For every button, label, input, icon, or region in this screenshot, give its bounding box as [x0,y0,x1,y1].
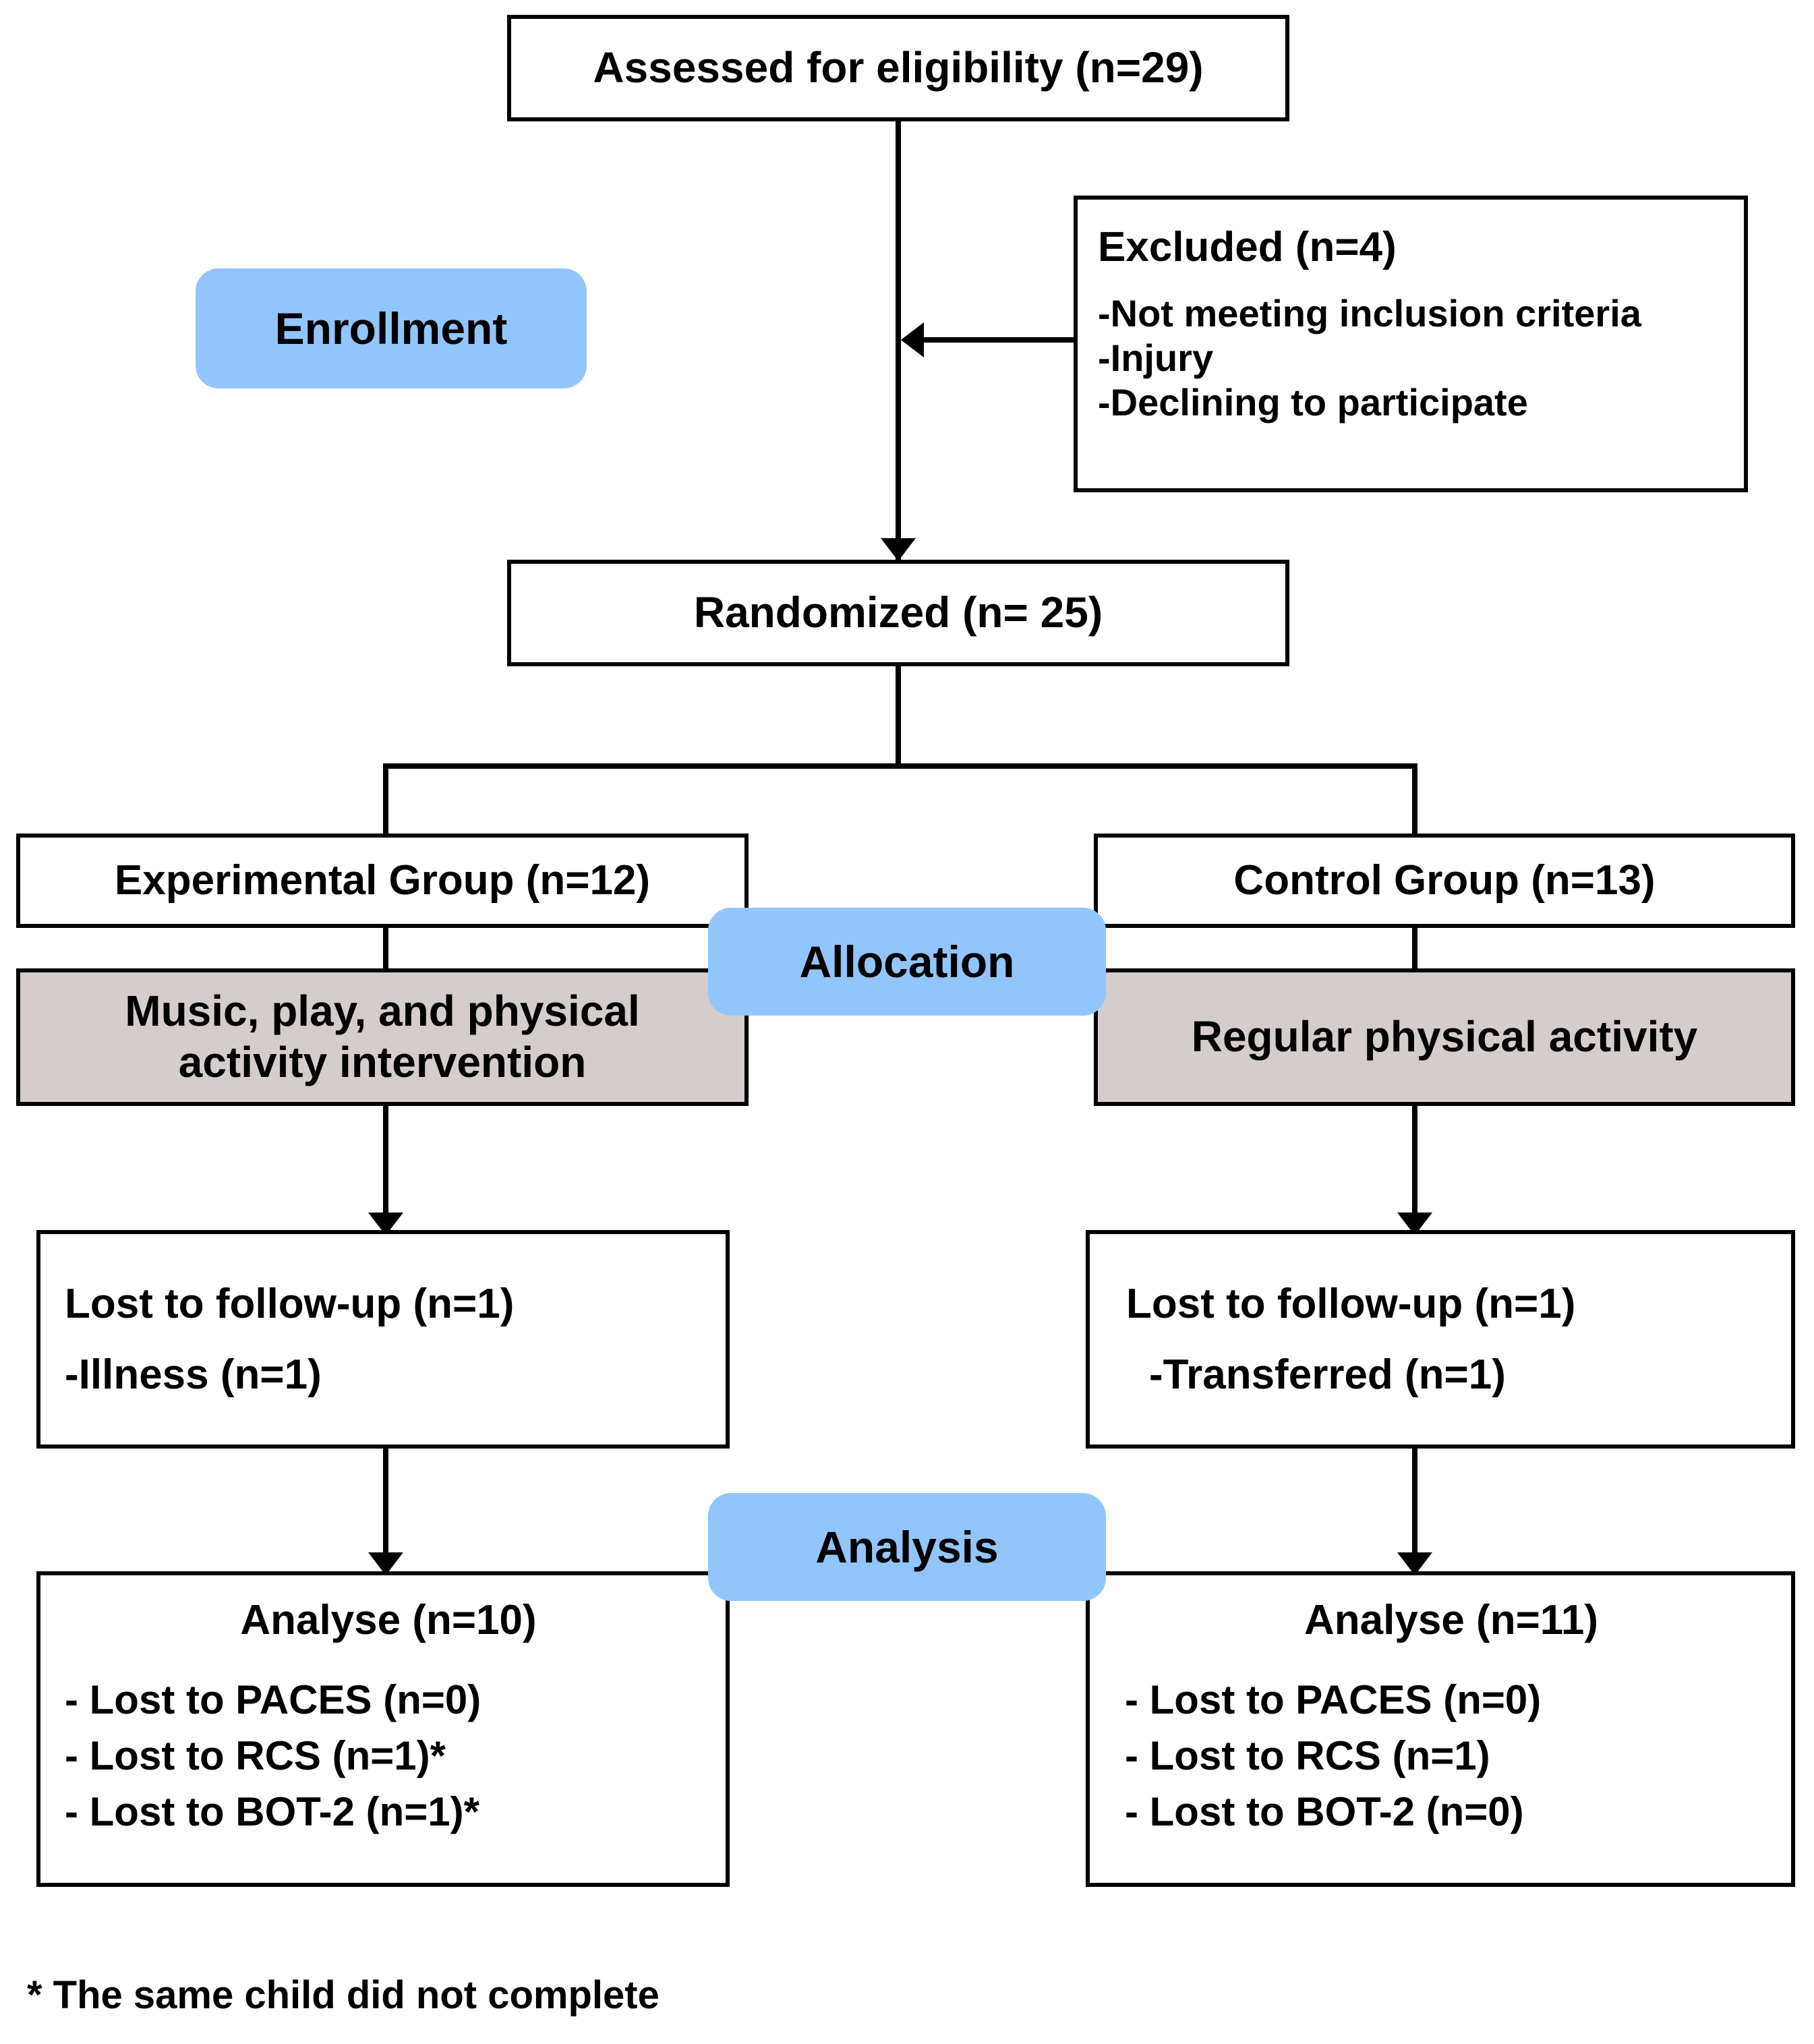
experimental-lost-to-followup-box: Lost to follow-up (n=1) -Illness (n=1) [36,1230,730,1449]
excluded-reason-3: -Declining to participate [1098,381,1528,424]
stage-badge-allocation: Allocation [708,908,1106,1016]
arrowhead-into-randomized [881,538,916,561]
control-group-label: Control Group (n=13) [1233,857,1656,904]
footnote: * The same child did not complete either… [27,1919,836,2044]
experimental-intervention-line-1: Music, play, and physical [125,987,640,1036]
control-lost-to-followup-box: Lost to follow-up (n=1) -Transferred (n=… [1086,1230,1795,1449]
experimental-analysis-item-3: - Lost to BOT-2 (n=1)* [65,1788,479,1834]
experimental-intervention-box: Music, play, and physical activity inter… [16,968,749,1106]
experimental-analysis-item-2: - Lost to RCS (n=1)* [65,1733,446,1779]
experimental-group-box: Experimental Group (n=12) [16,834,749,928]
connector-assessed-to-randomized [896,121,901,560]
control-intervention-line-1: Regular physical activity [1191,1012,1698,1061]
connector-control-group-to-intervention [1412,927,1417,972]
excluded-reason-1: -Not meeting inclusion criteria [1098,292,1641,335]
stage-badge-analysis-label: Analysis [815,1522,999,1572]
control-intervention-box: Regular physical activity [1094,968,1795,1106]
excluded-box: Excluded (n=4) -Not meeting inclusion cr… [1074,196,1748,492]
control-analysis-box: Analyse (n=11) - Lost to PACES (n=0) - L… [1086,1571,1795,1887]
control-lost-reason: -Transferred (n=1) [1149,1351,1506,1399]
connector-control-lost-to-analysis [1412,1449,1417,1569]
assessed-for-eligibility-label: Assessed for eligibility (n=29) [593,43,1204,92]
control-lost-title: Lost to follow-up (n=1) [1126,1280,1576,1327]
connector-randomized-to-control [1412,763,1417,838]
stage-badge-enrollment: Enrollment [196,268,587,388]
experimental-intervention-line-2: activity intervention [178,1038,587,1086]
excluded-reason-2: -Injury [1098,337,1214,380]
control-group-box: Control Group (n=13) [1094,834,1795,928]
randomized-label: Randomized (n= 25) [693,588,1103,637]
connector-randomized-stem [896,666,901,769]
assessed-for-eligibility-box: Assessed for eligibility (n=29) [507,15,1289,121]
connector-randomized-to-experimental [383,763,388,838]
control-analysis-title: Analyse (n=11) [1304,1597,1598,1643]
control-analysis-item-3: - Lost to BOT-2 (n=0) [1125,1788,1524,1834]
footnote-line-1: * The same child did not complete [27,1973,660,2018]
experimental-lost-title: Lost to follow-up (n=1) [65,1280,515,1327]
control-analysis-item-1: - Lost to PACES (n=0) [1125,1677,1542,1723]
excluded-title: Excluded (n=4) [1098,224,1397,270]
connector-experimental-group-to-intervention [383,927,388,972]
connector-experimental-lost-to-analysis [383,1449,388,1569]
stage-badge-enrollment-label: Enrollment [274,303,508,353]
connector-experimental-intervention-to-lost [383,1106,388,1227]
connector-control-intervention-to-lost [1412,1106,1417,1227]
experimental-analysis-item-1: - Lost to PACES (n=0) [65,1677,481,1723]
randomized-box: Randomized (n= 25) [507,560,1289,666]
stage-badge-allocation-label: Allocation [799,937,1015,987]
arrowhead-into-trunk [901,322,924,357]
experimental-analysis-title: Analyse (n=10) [240,1597,537,1643]
experimental-analysis-box: Analyse (n=10) - Lost to PACES (n=0) - L… [36,1571,730,1887]
control-analysis-item-2: - Lost to RCS (n=1) [1125,1733,1490,1779]
experimental-group-label: Experimental Group (n=12) [114,857,651,904]
connector-excluded-to-trunk [923,337,1076,343]
connector-randomized-crossbar [383,763,1417,769]
stage-badge-analysis: Analysis [708,1493,1106,1601]
experimental-lost-reason: -Illness (n=1) [65,1351,322,1399]
